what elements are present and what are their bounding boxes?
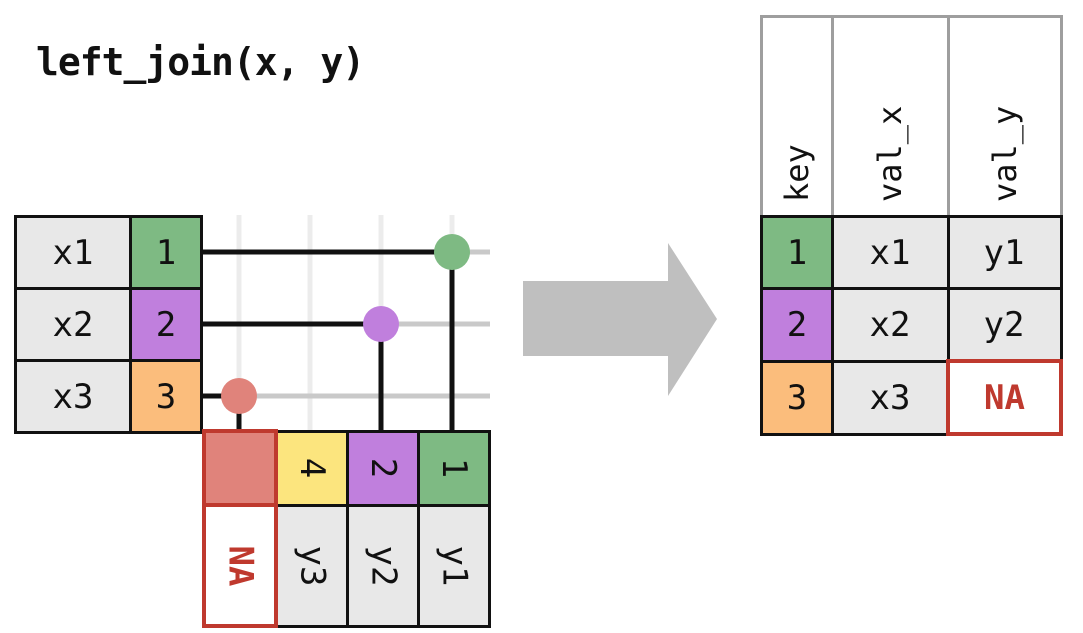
table-x: x1 1 x2 2 x3 3 <box>14 215 203 434</box>
result-valx-text: x2 <box>869 304 911 345</box>
table-y-val-text: y1 <box>433 545 474 586</box>
result-valy-cell-na: NA <box>946 359 1063 436</box>
table-x-key-cell: 2 <box>129 287 203 362</box>
table-x-key-text: 1 <box>155 232 177 273</box>
result-key-cell: 3 <box>760 359 834 436</box>
table-y: 4 2 1 NA y3 y2 y1 <box>202 429 491 628</box>
match-dots <box>221 234 470 414</box>
result-valx-cell: x2 <box>831 287 950 363</box>
result-row-3: 3 x3 NA <box>760 359 1063 436</box>
result-valx-cell: x3 <box>831 359 950 436</box>
table-y-na-text: NA <box>219 545 260 586</box>
result-key-cell: 1 <box>760 215 834 290</box>
table-x-row-2: x2 2 <box>14 287 203 362</box>
result-valy-text: y1 <box>983 232 1025 273</box>
table-x-val-cell: x3 <box>14 359 132 434</box>
result-valy-cell: y2 <box>946 287 1063 363</box>
table-y-key-cell: 2 <box>346 429 420 507</box>
result-header-row: key val_x val_y <box>760 15 1063 218</box>
result-key-text: 2 <box>786 304 808 345</box>
table-x-val-cell: x1 <box>14 215 132 290</box>
table-x-key-text: 3 <box>155 376 177 417</box>
result-header-valx-text: val_x <box>871 105 910 202</box>
table-y-val-row: NA y3 y2 y1 <box>202 503 491 628</box>
result-key-text: 1 <box>786 232 808 273</box>
table-y-key-cell: 4 <box>274 429 349 507</box>
result-header-valy-cell: val_y <box>946 15 1063 218</box>
result-valy-cell: y1 <box>946 215 1063 290</box>
result-header-key-cell: key <box>760 15 834 218</box>
table-y-val-text: y2 <box>362 545 403 586</box>
result-valy-text: y2 <box>983 304 1025 345</box>
table-x-key-text: 2 <box>155 304 177 345</box>
table-x-row-3: x3 3 <box>14 359 203 434</box>
table-x-key-cell: 3 <box>129 359 203 434</box>
table-x-key-cell: 1 <box>129 215 203 290</box>
result-key-text: 3 <box>786 377 808 418</box>
result-key-cell: 2 <box>760 287 834 363</box>
result-header-valx-cell: val_x <box>831 15 950 218</box>
table-y-val-text: y3 <box>291 545 332 586</box>
result-table: key val_x val_y 1 x1 y1 2 x2 y2 3 x3 NA <box>760 15 1063 436</box>
table-y-val-cell-na: NA <box>202 503 278 628</box>
diagram-title: left_join(x, y) <box>36 40 365 84</box>
table-y-key-text: 2 <box>362 457 403 479</box>
result-header-key-text: key <box>778 143 816 202</box>
result-header-valy-text: val_y <box>985 105 1024 202</box>
table-y-key-text: 4 <box>291 457 332 479</box>
table-y-key-cell: 1 <box>417 429 491 507</box>
result-valx-cell: x1 <box>831 215 950 290</box>
table-y-val-cell: y3 <box>274 503 349 628</box>
table-x-val-text: x2 <box>52 304 94 345</box>
table-x-val-text: x3 <box>52 376 94 417</box>
match-dot-key1-icon <box>434 234 470 270</box>
table-y-key-text: 1 <box>433 457 474 479</box>
table-x-val-cell: x2 <box>14 287 132 362</box>
table-y-key-cell-na <box>202 429 278 507</box>
table-x-row-1: x1 1 <box>14 215 203 290</box>
result-valx-text: x1 <box>869 232 911 273</box>
table-y-val-cell: y1 <box>417 503 491 628</box>
match-dot-na-icon <box>221 378 257 414</box>
table-x-val-text: x1 <box>52 232 94 273</box>
result-valx-text: x3 <box>869 377 911 418</box>
match-dot-key2-icon <box>363 306 399 342</box>
table-y-key-row: 4 2 1 <box>202 429 491 507</box>
transform-arrow-icon <box>523 243 717 396</box>
table-y-val-cell: y2 <box>346 503 420 628</box>
result-row-2: 2 x2 y2 <box>760 287 1063 363</box>
result-row-1: 1 x1 y1 <box>760 215 1063 290</box>
result-na-text: NA <box>984 377 1025 418</box>
